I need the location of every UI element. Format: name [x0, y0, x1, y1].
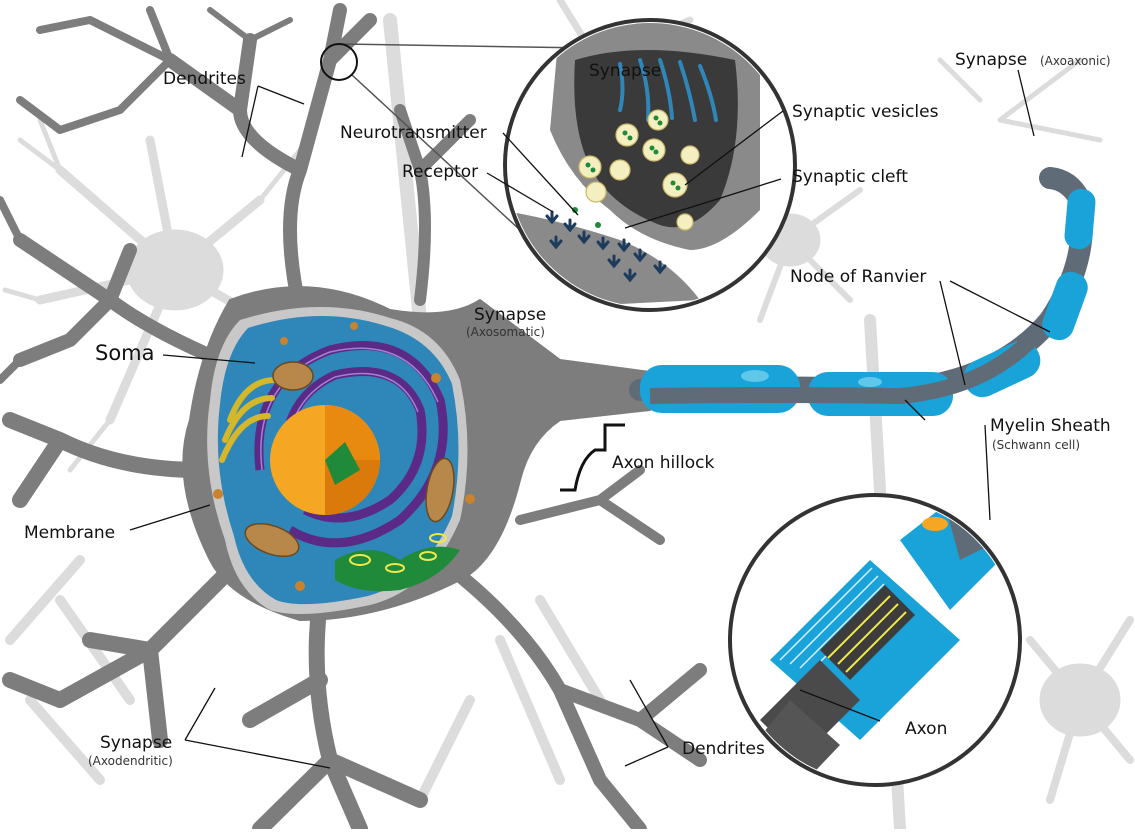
label-synapse-axodendritic: Synapse	[100, 733, 172, 753]
label-dendrites-top: Dendrites	[163, 69, 246, 89]
label-synapse-inset: Synapse	[589, 61, 661, 81]
soma-cutaway	[207, 307, 475, 614]
label-soma: Soma	[95, 341, 155, 365]
label-neurotransmitter: Neurotransmitter	[340, 123, 487, 143]
label-axodendritic-sub: (Axodendritic)	[88, 754, 173, 768]
label-synapse-axoaxonic: Synapse	[955, 50, 1027, 70]
label-synaptic-cleft: Synaptic cleft	[792, 167, 908, 187]
label-axosomatic-sub: (Axosomatic)	[466, 325, 545, 339]
label-synaptic-vesicles: Synaptic vesicles	[792, 102, 939, 122]
label-synapse-axosomatic: Synapse	[474, 305, 546, 325]
label-membrane: Membrane	[24, 523, 115, 543]
label-node-of-ranvier: Node of Ranvier	[790, 267, 926, 287]
label-axon-hillock: Axon hillock	[612, 453, 714, 473]
nucleus	[270, 405, 380, 515]
label-myelin-sheath: Myelin Sheath	[990, 416, 1111, 436]
myelin-inset	[700, 470, 1040, 829]
label-dendrites-bottom: Dendrites	[682, 739, 765, 759]
label-schwann-sub: (Schwann cell)	[992, 438, 1080, 452]
label-axon: Axon	[905, 719, 947, 739]
label-receptor: Receptor	[402, 162, 478, 182]
label-axoaxonic-sub: (Axoaxonic)	[1040, 54, 1111, 68]
